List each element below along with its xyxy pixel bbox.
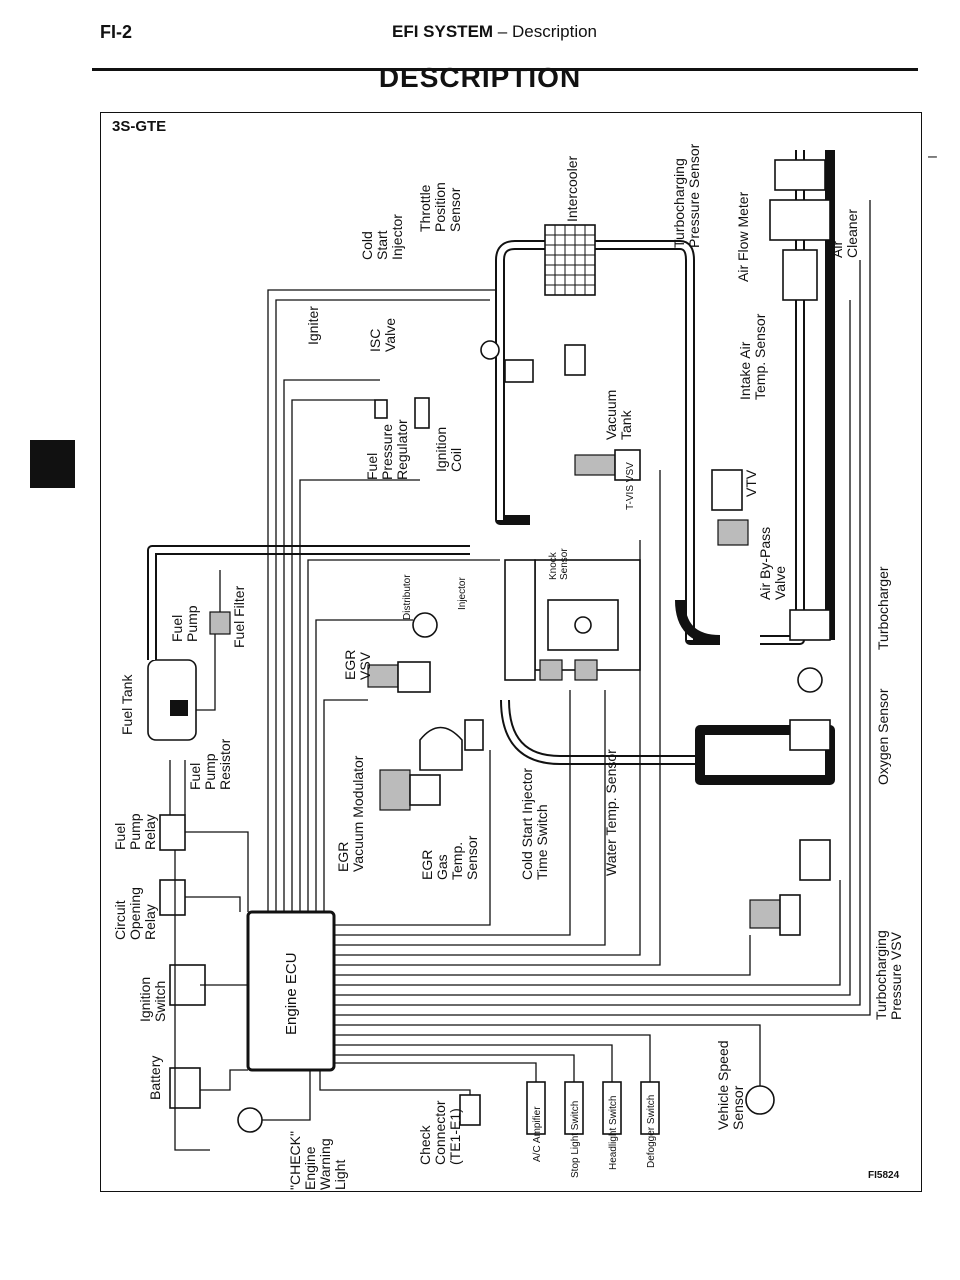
label-headlight-switch: Headlight Switch xyxy=(608,1096,619,1170)
label-fuel-pressure-regulator: FuelPressureRegulator xyxy=(364,419,410,480)
ecu-wiring-left xyxy=(169,760,471,1151)
air-cleaner xyxy=(769,159,831,241)
engine-ecu-box xyxy=(246,910,336,1072)
label-vtv: VTV xyxy=(743,469,759,497)
label-t-vis-vsv: T-VIS VSV xyxy=(625,462,636,510)
label-engine-ecu: Engine ECU xyxy=(283,952,300,1035)
turbocharging-pressure-vsv xyxy=(749,894,801,936)
label-battery: Battery xyxy=(147,1056,163,1100)
vacuum-tank xyxy=(564,344,586,376)
page-id: FI-2 xyxy=(100,22,133,42)
ignition-coil xyxy=(414,397,430,429)
label-turbocharging-pressure-sensor: TurbochargingPressure Sensor xyxy=(671,143,702,248)
label-egr-vacuum-modulator: EGRVacuum Modulator xyxy=(335,755,366,872)
label-fuel-pump: FuelPump xyxy=(169,605,200,642)
label-isc-valve: ISCValve xyxy=(367,318,398,352)
label-throttle-position-sensor: ThrottlePositionSensor xyxy=(417,182,463,232)
label-ac-amplifier: A/C Ampifier xyxy=(532,1106,543,1162)
oxygen-sensor-body xyxy=(799,839,831,881)
intercooler xyxy=(544,224,596,296)
label-water-temp-sensor: Water Temp. Sensor xyxy=(603,749,619,876)
section-title-rest: – Description xyxy=(493,22,598,41)
engine-cylinder xyxy=(504,559,641,681)
label-turbocharging-pressure-vsv: TurbochargingPressure VSV xyxy=(873,930,904,1020)
label-turbocharger: Turbocharger xyxy=(875,566,891,650)
label-air-cleaner: AirCleaner xyxy=(829,209,860,258)
page-heading: DESCRIPTION xyxy=(378,62,582,93)
margin-tick: – xyxy=(928,148,937,165)
fuel-filter xyxy=(209,611,231,635)
check-engine-light xyxy=(237,1107,263,1133)
label-fuel-pump-relay: FuelPumpRelay xyxy=(112,813,158,850)
t-vis-vsv xyxy=(574,449,641,481)
label-fuel-filter: Fuel Filter xyxy=(231,585,247,648)
label-oxygen-sensor: Oxygen Sensor xyxy=(875,688,891,785)
label-ignition-coil: IgnitionCoil xyxy=(433,427,464,472)
check-connector-box xyxy=(459,1094,481,1126)
page-header: FI-2 EFI SYSTEM – Description xyxy=(0,22,960,71)
vehicle-speed-sensor-body xyxy=(745,1085,775,1115)
air-bypass-valve xyxy=(711,469,749,546)
label-vehicle-speed-sensor: Vehicle SpeedSensor xyxy=(715,1040,746,1130)
fuel-pump-relay xyxy=(159,814,186,851)
egr-gas-temp-sensor-body xyxy=(464,719,484,751)
label-vacuum-tank: VacuumTank xyxy=(603,390,634,440)
label-check-connector: CheckConnector(TE1-E1) xyxy=(417,1100,463,1165)
label-intercooler: Intercooler xyxy=(564,156,580,222)
label-distributor: Distributor xyxy=(402,574,413,620)
engine-model-label: 3S-GTE xyxy=(112,118,167,135)
intake-piping xyxy=(495,150,835,785)
figure-id: FI5824 xyxy=(868,1170,900,1181)
label-stop-light-switch: Stop Light Switch xyxy=(570,1101,581,1178)
label-check-engine-warning-light: "CHECK"EngineWarningLight xyxy=(287,1131,348,1190)
diagram-labels: ColdStartInjector ThrottlePositionSensor… xyxy=(112,143,904,1190)
air-flow-meter-body xyxy=(782,249,818,301)
distributor xyxy=(412,612,438,638)
label-defogger-switch: Defogger Switch xyxy=(646,1095,657,1168)
section-tab-marker xyxy=(30,440,75,488)
label-air-flow-meter: Air Flow Meter xyxy=(735,191,751,282)
label-circuit-opening-relay: CircuitOpeningRelay xyxy=(112,887,158,940)
egr-vsv xyxy=(367,661,431,693)
label-igniter: Igniter xyxy=(305,306,321,345)
label-injector: Injector xyxy=(457,577,468,610)
throttle-body xyxy=(480,340,534,383)
ignition-switch-box xyxy=(169,964,206,1006)
isc-valve xyxy=(374,399,388,419)
ecu-wiring-upper xyxy=(267,289,500,912)
label-cold-start-injector: ColdStartInjector xyxy=(359,214,405,260)
egr-vacuum-modulator xyxy=(379,726,463,811)
label-intake-air-temp-sensor: Intake AirTemp. Sensor xyxy=(737,313,768,400)
label-fuel-tank: Fuel Tank xyxy=(119,674,135,735)
label-ignition-switch: IgnitionSwitch xyxy=(137,977,168,1022)
circuit-opening-relay xyxy=(159,879,186,916)
section-title-bold: EFI SYSTEM xyxy=(392,22,494,41)
diagram-frame xyxy=(100,112,922,1192)
header-rule xyxy=(92,68,918,71)
fuel-line xyxy=(147,545,470,660)
fuel-tank xyxy=(147,659,197,741)
ecu-wiring-right xyxy=(334,200,871,1086)
label-egr-gas-temp-sensor: EGRGasTemp.Sensor xyxy=(419,835,480,880)
label-fuel-pump-resistor: FuelPumpResistor xyxy=(187,738,233,790)
label-cold-start-injector-time-switch: Cold Start InjectorTime Switch xyxy=(519,768,550,880)
label-knock-sensor: KnockSensor xyxy=(548,548,570,580)
label-egr-vsv: EGRVSV xyxy=(342,650,373,680)
turbocharger xyxy=(789,609,831,751)
section-title: EFI SYSTEM – Description xyxy=(392,22,597,42)
label-air-bypass-valve: Air By-PassValve xyxy=(757,527,788,600)
